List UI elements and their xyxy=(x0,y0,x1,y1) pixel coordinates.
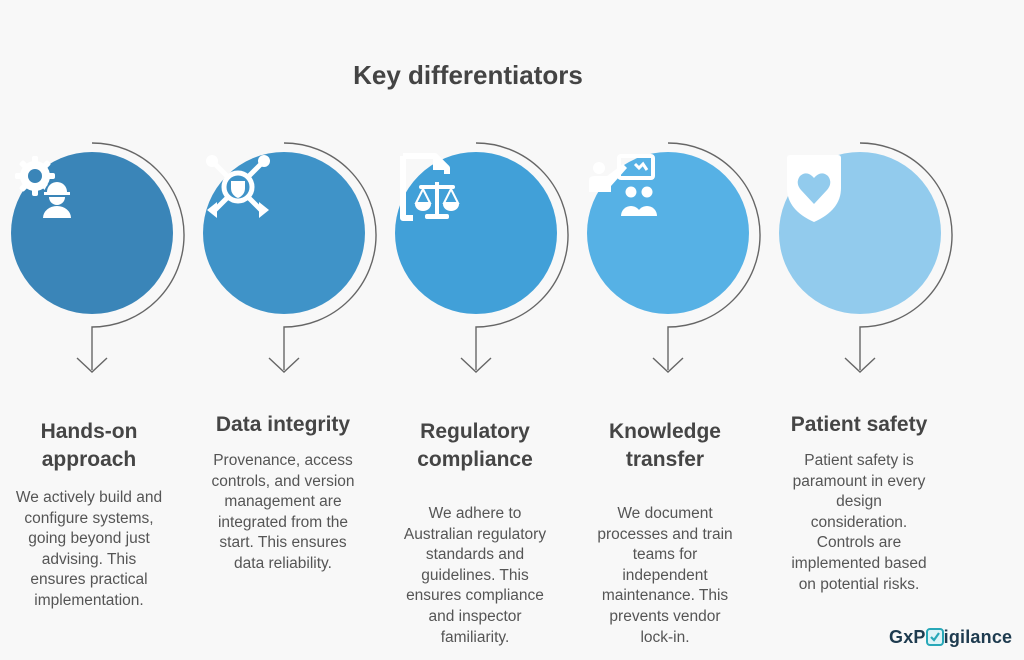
item-text-1: Hands-on approach We actively build and … xyxy=(0,418,178,612)
body-line: prevents vendor xyxy=(609,607,721,625)
item-description: We adhere to Australian regulatory stand… xyxy=(382,504,568,648)
body-line: familiarity. xyxy=(440,628,510,646)
page-title: Key differentiators xyxy=(353,60,583,90)
logo-prefix: GxP xyxy=(889,627,926,647)
differentiator-circle-3 xyxy=(381,138,571,373)
heading-line: Hands-on xyxy=(40,420,138,443)
body-line: on potential risks. xyxy=(798,575,920,593)
body-line: guidelines. This xyxy=(421,566,529,584)
body-line: processes and train xyxy=(597,525,733,543)
document-scales-icon xyxy=(400,153,460,221)
logo-suffix: igilance xyxy=(943,627,1013,647)
heading-line: Regulatory xyxy=(420,420,530,443)
item-description: Provenance, access controls, and version… xyxy=(190,451,376,575)
shield-network-icon xyxy=(206,155,270,218)
body-line: configure systems, xyxy=(24,509,154,527)
heading-line: Patient safety xyxy=(790,413,928,436)
body-line: Patient safety is xyxy=(804,452,914,469)
body-line: maintenance. This xyxy=(601,587,729,605)
item-description: We document processes and train teams fo… xyxy=(572,504,758,648)
item-description: We actively build and configure systems,… xyxy=(0,488,178,612)
body-line: teams for xyxy=(632,546,698,564)
item-heading: Patient safety xyxy=(766,411,952,439)
item-text-4: Knowledge transfer We document processes… xyxy=(572,418,758,648)
body-line: advising. This xyxy=(41,550,137,568)
item-heading: Regulatory compliance xyxy=(382,418,568,474)
brand-logo: GxP igilance xyxy=(889,627,1012,648)
body-line: paramount in every xyxy=(792,472,926,490)
heading-line: compliance xyxy=(417,448,533,471)
body-line: independent xyxy=(622,566,708,584)
differentiator-circle-4 xyxy=(573,138,763,373)
item-text-5: Patient safety Patient safety is paramou… xyxy=(766,411,952,595)
body-line: going beyond just xyxy=(28,530,150,548)
heading-line: transfer xyxy=(625,448,705,471)
body-line: integrated from the xyxy=(217,513,349,531)
body-line: controls, and version xyxy=(211,472,355,490)
item-text-2: Data integrity Provenance, access contro… xyxy=(190,411,376,575)
item-heading: Data integrity xyxy=(190,411,376,439)
differentiator-circle-5 xyxy=(765,138,955,373)
disc-3 xyxy=(395,152,557,314)
disc-5 xyxy=(779,152,941,314)
body-line: implemented based xyxy=(791,554,927,572)
ring-arrow-1 xyxy=(76,142,185,373)
body-line: ensures compliance xyxy=(406,587,544,605)
ring-arrow-2 xyxy=(268,142,377,373)
body-line: consideration. xyxy=(810,513,908,531)
ring-arrow-4 xyxy=(652,142,761,373)
body-line: implementation. xyxy=(34,591,144,609)
item-heading: Hands-on approach xyxy=(0,418,178,474)
differentiator-circle-2 xyxy=(189,138,379,373)
body-line: Australian regulatory xyxy=(403,525,547,543)
teacher-presentation-icon xyxy=(589,154,657,216)
item-heading: Knowledge transfer xyxy=(572,418,758,474)
body-line: We actively build and xyxy=(15,489,163,506)
ring-arrow-3 xyxy=(460,142,569,373)
heading-line: Knowledge xyxy=(608,420,721,443)
body-line: Provenance, access xyxy=(213,452,353,469)
heading-line: approach xyxy=(41,448,137,471)
body-line: start. This ensures xyxy=(219,534,347,552)
body-line: standards and xyxy=(425,546,525,564)
disc-2 xyxy=(203,152,365,314)
item-text-3: Regulatory compliance We adhere to Austr… xyxy=(382,418,568,648)
shield-heart-icon xyxy=(787,155,841,222)
body-line: ensures practical xyxy=(30,571,148,589)
body-line: management are xyxy=(224,493,342,511)
body-line: lock-in. xyxy=(640,628,690,646)
disc-4 xyxy=(587,152,749,314)
item-description: Patient safety is paramount in every des… xyxy=(766,451,952,595)
body-line: design xyxy=(836,493,882,511)
checkbox-v-icon xyxy=(925,628,944,646)
body-line: data reliability. xyxy=(234,554,332,572)
disc-1 xyxy=(11,152,173,314)
body-line: We document xyxy=(617,505,713,522)
body-line: We adhere to xyxy=(428,505,522,522)
differentiator-circle-1 xyxy=(0,138,187,373)
body-line: Controls are xyxy=(816,534,902,552)
body-line: and inspector xyxy=(428,607,522,625)
heading-line: Data integrity xyxy=(215,413,351,436)
gear-worker-icon xyxy=(15,156,71,218)
ring-arrow-5 xyxy=(844,142,953,373)
